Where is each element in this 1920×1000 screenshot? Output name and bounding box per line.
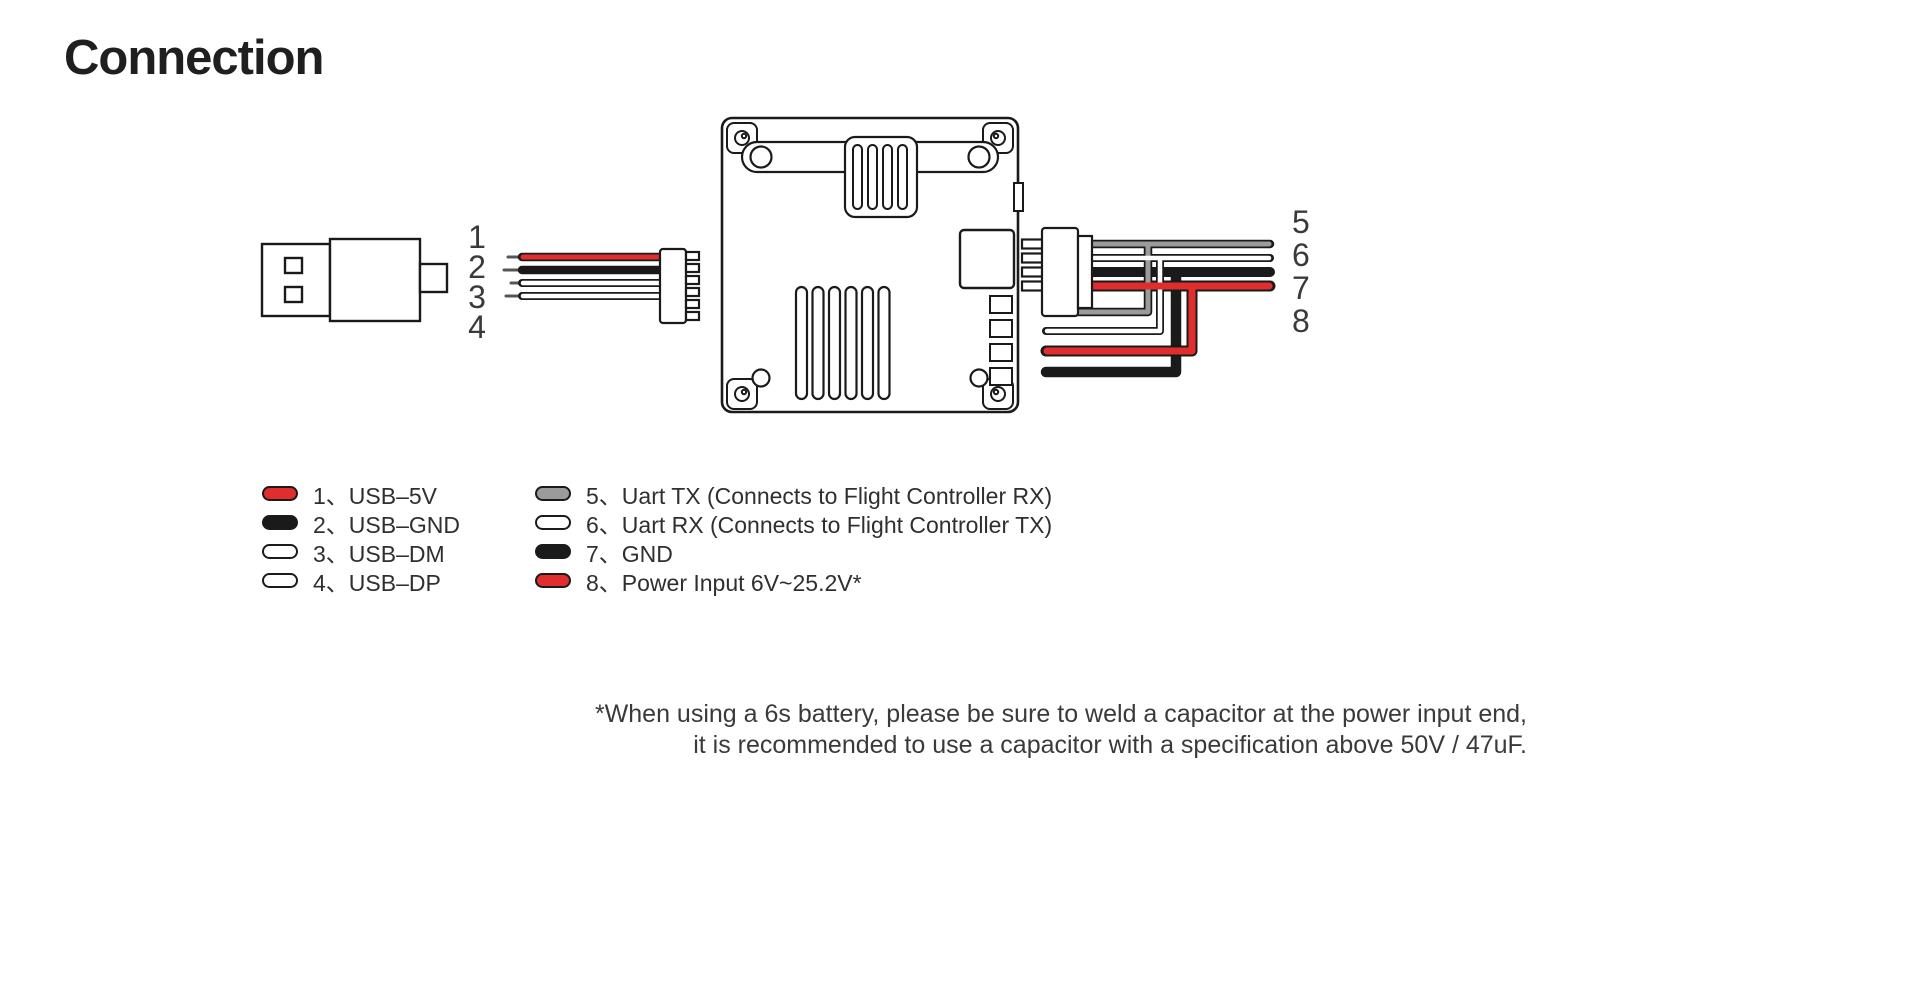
- legend-item: 7、GND: [535, 537, 1052, 567]
- legend-item: 8、Power Input 6V~25.2V*: [535, 566, 1052, 596]
- wire-swatch-black: [535, 544, 571, 559]
- board-pad: [989, 319, 1013, 338]
- corner-screw-dot: [740, 388, 748, 396]
- usb-4pin-tooth: [684, 262, 701, 274]
- corner-screw-dot: [992, 388, 1000, 396]
- usb-4pin-tooth: [684, 274, 701, 286]
- legend-left-column: 1、USB–5V 2、USB–GND 3、USB–DM 4、USB–DP: [262, 479, 460, 596]
- usb-body: [328, 237, 422, 323]
- legend-label: 2、USB–GND: [313, 511, 460, 538]
- top-vent-slot: [867, 144, 878, 210]
- top-vent-slot: [882, 144, 893, 210]
- fc-connector: [1020, 226, 1094, 318]
- usb-4pin-housing: [658, 247, 688, 325]
- usb-4pin-connector: [658, 247, 701, 325]
- usb-wire-bare-ends: [502, 255, 526, 298]
- usb-plug: [260, 237, 449, 323]
- legend-label: 6、Uart RX (Connects to Flight Controller…: [586, 511, 1053, 538]
- board-pad: [989, 343, 1013, 362]
- fc-connector-prong: [1020, 238, 1046, 250]
- legend-label: 8、Power Input 6V~25.2V*: [586, 569, 862, 596]
- usb-shield-hole-top: [283, 256, 304, 275]
- wire-swatch-white: [535, 515, 571, 530]
- legend-item: 4、USB–DP: [262, 566, 460, 596]
- usb-cable-stub: [418, 262, 449, 294]
- usb-wires-core: [520, 254, 664, 299]
- heatsink-slot: [877, 285, 891, 401]
- legend-item: 5、Uart TX (Connects to Flight Controller…: [535, 479, 1053, 509]
- board-pad: [989, 295, 1013, 314]
- wire-number-7: 7: [1292, 270, 1310, 306]
- legend-label: 1、USB–5V: [313, 482, 438, 509]
- legend-label: 4、USB–DP: [313, 569, 441, 596]
- bottom-mount-hole-left: [751, 368, 771, 388]
- usb-4pin-tooth: [684, 286, 701, 298]
- vtx-board: [720, 116, 1024, 414]
- capacitor-footnote: *When using a 6s battery, please be sure…: [327, 699, 1527, 761]
- top-mount-hole-left: [749, 145, 773, 169]
- wire-swatch-red: [535, 573, 571, 588]
- fc-wire-5-fold-gray: [1044, 243, 1151, 315]
- legend-right-column: 5、Uart TX (Connects to Flight Controller…: [535, 479, 1053, 596]
- wire-number-3: 3: [468, 279, 486, 315]
- legend-item: 3、USB–DM: [262, 537, 460, 567]
- heatsink-slot: [860, 285, 875, 401]
- footnote-line-1: *When using a 6s battery, please be sure…: [594, 700, 1527, 728]
- usb-shield: [260, 242, 332, 318]
- heatsink-slot: [811, 285, 825, 401]
- top-vent-slot: [852, 144, 863, 210]
- top-mount-hole-right: [967, 145, 991, 169]
- fc-wire-8-fold-red: [1043, 284, 1196, 355]
- page-title: Connection: [64, 31, 324, 85]
- corner-screw-dot: [740, 132, 748, 140]
- usb-4pin-tooth: [684, 310, 701, 322]
- board-pad: [989, 367, 1013, 386]
- wire-number-2: 2: [468, 249, 486, 285]
- wire-number-5: 5: [1292, 204, 1310, 240]
- usb-wires-outline: [517, 252, 667, 300]
- board-connector-footprint: [958, 228, 1016, 290]
- wire-swatch-white: [262, 544, 298, 559]
- fc-connector-prong: [1020, 266, 1046, 278]
- usb-4pin-tooth: [684, 298, 701, 310]
- legend-label: 7、GND: [586, 540, 673, 567]
- wire-swatch-gray: [535, 486, 571, 501]
- heatsink-slot: [794, 285, 809, 401]
- legend-label: 5、Uart TX (Connects to Flight Controller…: [586, 482, 1053, 509]
- wire-number-4: 4: [468, 309, 486, 345]
- legend-item: 6、Uart RX (Connects to Flight Controller…: [535, 508, 1053, 538]
- wire-number-1: 1: [468, 219, 486, 255]
- fc-connector-prong: [1020, 252, 1046, 264]
- legend-item: 1、USB–5V: [262, 479, 460, 509]
- footnote-line-2: it is recommended to use a capacitor wit…: [693, 731, 1527, 759]
- heatsink-slot: [827, 285, 842, 401]
- wire-number-6: 6: [1292, 237, 1310, 273]
- wire-number-8: 8: [1292, 303, 1310, 339]
- fc-wires-core: [1043, 241, 1273, 355]
- wire-swatch-black: [262, 515, 298, 530]
- usb-shield-hole-bottom: [283, 285, 304, 304]
- fc-connector-crimp-block: [1076, 234, 1094, 310]
- legend-item: 2、USB–GND: [262, 508, 460, 538]
- bottom-mount-hole-right: [969, 368, 989, 388]
- wire-swatch-red: [262, 486, 298, 501]
- usb-4pin-tooth: [684, 250, 701, 262]
- fc-connector-housing: [1040, 226, 1080, 318]
- fc-wire-7-fold-outline: [1040, 268, 1182, 378]
- board-edge-tab: [1013, 182, 1024, 212]
- wire-swatch-white: [262, 573, 298, 588]
- legend-label: 3、USB–DM: [313, 540, 445, 567]
- wire-number-labels: 1 2 3 4 5 6 7 8: [468, 204, 1310, 345]
- heatsink-slot: [844, 285, 858, 401]
- corner-screw-dot: [992, 132, 1000, 140]
- fc-connector-prong: [1020, 280, 1046, 292]
- top-vent-slot: [897, 144, 908, 210]
